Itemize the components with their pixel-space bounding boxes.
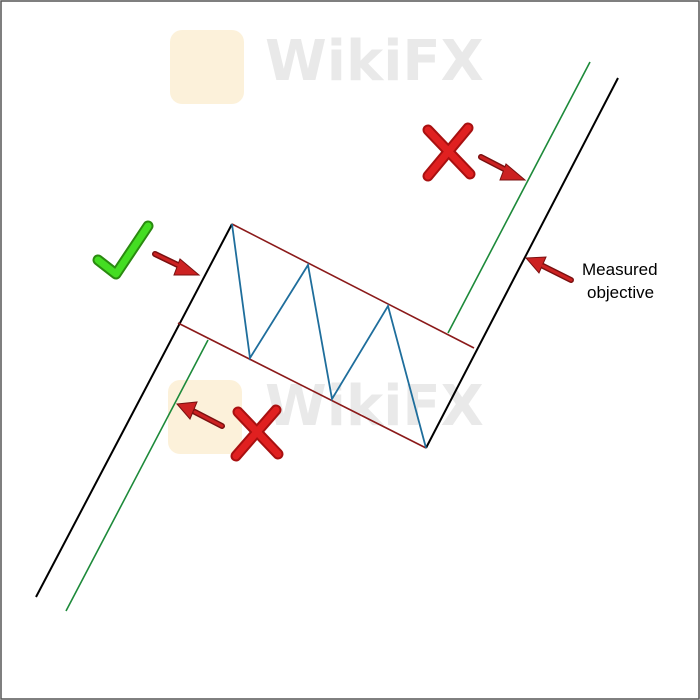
projection-line-upper [447, 61, 591, 334]
consolidation-zigzag [231, 223, 427, 449]
flagpole-line [35, 223, 233, 598]
check-icon [94, 222, 152, 278]
arrow-icon-check [152, 251, 201, 276]
measured-objective-label-line-1: Measured [582, 260, 658, 279]
arrow-icon-bottom-cross [175, 401, 225, 429]
arrow-icon-measured [524, 256, 574, 283]
channel-upper-line [231, 223, 475, 349]
watermark-top: WikiFX [170, 29, 484, 104]
arrow-icon-top-cross [478, 154, 527, 181]
measured-objective-label-line-2: objective [587, 283, 654, 302]
measured-objective-line [425, 77, 619, 449]
watermark-logo-icon [170, 30, 244, 104]
projection-line-lower [65, 339, 209, 612]
cross-icon-bottom [230, 404, 284, 462]
channel-lower-line [177, 322, 427, 449]
cross-icon-top [422, 122, 476, 182]
watermark-text: WikiFX [265, 29, 484, 94]
